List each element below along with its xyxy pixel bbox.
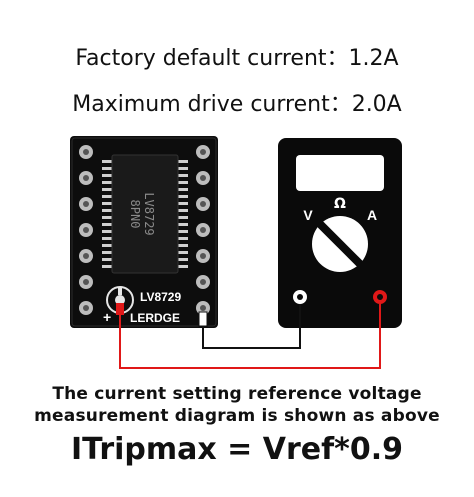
caption-line-1: The current setting reference voltage	[52, 384, 422, 404]
red-probe-tip	[116, 303, 124, 315]
right-pin-header	[196, 145, 210, 315]
black-probe-wire	[202, 304, 301, 349]
probe-wires	[116, 303, 381, 369]
volt-label: V	[303, 207, 313, 223]
caption-line-2: measurement diagram is shown as above	[34, 406, 440, 426]
multimeter: V Ω A	[278, 138, 402, 328]
red-probe-wire	[119, 304, 381, 369]
driver-ic	[111, 154, 179, 274]
maximum-drive-current-text: Maximum drive current：2.0A	[72, 92, 402, 117]
dial-pointer	[317, 221, 363, 267]
driver-board: LV8729 8PN0 LV8729 LERDGE +	[70, 136, 218, 328]
multimeter-display	[296, 155, 384, 191]
amp-label: A	[367, 207, 377, 223]
ic-marking-line1: LV8729	[142, 192, 156, 235]
formula-text: ITripmax = Vref*0.9	[70, 432, 403, 467]
black-probe-tip	[198, 311, 208, 327]
ic-marking-line2: 8PN0	[128, 200, 142, 229]
left-pin-header	[79, 145, 93, 315]
factory-default-current-text: Factory default current：1.2A	[75, 46, 399, 71]
board-model-label: LV8729	[140, 290, 181, 304]
plus-sign: +	[103, 309, 111, 325]
board-brand-label: LERDGE	[130, 311, 180, 325]
ohm-label: Ω	[334, 196, 346, 212]
ic-legs	[102, 160, 188, 268]
